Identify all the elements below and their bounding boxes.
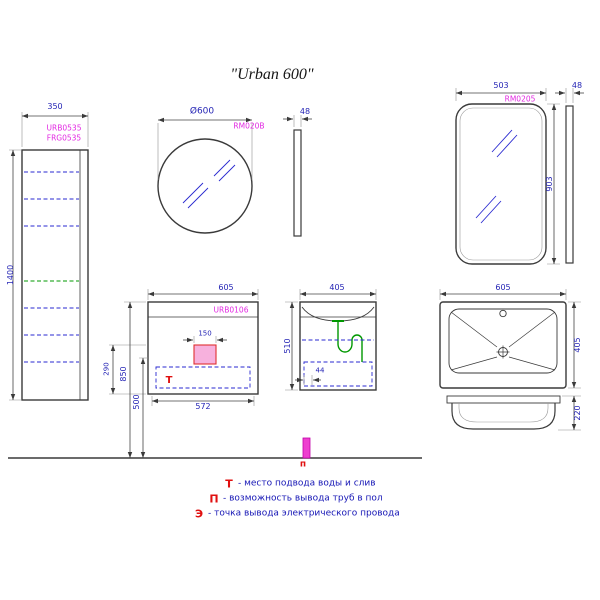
dim-clearance: 290: [102, 362, 111, 376]
legend-label-water: - место подвода воды и слив: [238, 478, 376, 489]
basin-rim: [446, 395, 561, 404]
tall-cabinet-view: [9, 112, 89, 401]
dim-tall-cabinet-height: 1400: [6, 264, 15, 286]
round-mirror-side-view: [283, 115, 312, 237]
extension-lines: [293, 115, 302, 127]
vanity-side-view: [285, 289, 377, 391]
drain-cross-lines: [496, 345, 510, 359]
legend-symbol-floor-pipes: П: [209, 492, 219, 506]
dim-basin-width: 605: [495, 283, 511, 292]
basin-bowl-outline: [448, 308, 558, 374]
dim-tall-cabinet-width: 350: [47, 102, 63, 111]
dim-outlet-height: 500: [132, 394, 141, 410]
shelf-lines: [24, 171, 79, 363]
dim-vanity-top-height: 850: [119, 366, 128, 382]
rect-mirror-side-outline: [565, 105, 574, 264]
extension-lines: [565, 88, 574, 103]
dim-rect-mirror-depth: 48: [571, 81, 583, 90]
basin-profile-line: [301, 306, 375, 322]
faucet-hole: [499, 309, 507, 318]
legend-symbol-water: Т: [225, 477, 233, 491]
vanity-outline: [147, 301, 259, 395]
water-point-marker: [193, 344, 217, 365]
dim-vanity-side-height: 510: [283, 338, 292, 354]
vanity-front-view: [109, 289, 259, 458]
round-mirror-view: [157, 117, 253, 234]
legend-symbol-electrical: Э: [194, 507, 204, 521]
siphon-trap: [337, 321, 363, 362]
dim-basin-depth: 405: [573, 337, 582, 353]
water-supply-marker: Т: [165, 375, 173, 386]
product-code-round-mirror: RM020B: [233, 121, 265, 131]
floor-pipe-marker-label: п: [299, 459, 307, 470]
dim-round-mirror-diameter: Ø600: [189, 106, 215, 117]
tall-cabinet-outline: [21, 149, 89, 401]
dim-basin-height: 220: [573, 405, 582, 421]
washbasin-top-view: [439, 289, 581, 389]
basin-bowl-front: [451, 403, 556, 430]
hidden-plumbing-zone: [303, 361, 373, 387]
extension-lines: [9, 112, 89, 401]
dim-vanity-inner-width: 572: [195, 402, 211, 411]
dim-vanity-width: 605: [218, 283, 234, 292]
round-mirror-outline: [157, 138, 253, 234]
washbasin-front-view: [446, 395, 581, 431]
rect-mirror-inner-frame: [459, 107, 543, 261]
extension-lines: [157, 123, 253, 180]
product-code-vanity: URB0106: [213, 305, 249, 315]
dim-vanity-depth: 405: [329, 283, 345, 292]
dim-drain-offset: 44: [315, 366, 325, 375]
basin-bowl-inner-line: [458, 403, 549, 423]
basin-top-outline: [439, 301, 567, 389]
legend-label-floor-pipes: - возможность вывода труб в пол: [223, 493, 383, 504]
mirror-shine-lines: [475, 129, 518, 224]
dim-rect-mirror-width: 503: [493, 81, 509, 90]
dim-rect-mirror-height: 903: [545, 176, 554, 192]
floor-pipe-outlet: [302, 437, 311, 459]
rect-mirror-outline: [455, 103, 547, 265]
rect-mirror-side-view: [555, 88, 584, 264]
dim-vanity-cutout: 150: [198, 329, 212, 338]
round-mirror-side-outline: [293, 129, 302, 237]
bowl-slope-lines: [450, 311, 556, 371]
product-code-tall-cabinet: URB0535: [46, 123, 82, 133]
mirror-shine-lines: [182, 159, 236, 209]
vanity-side-outline: [299, 301, 377, 391]
rect-mirror-view: [455, 88, 560, 265]
hidden-plumbing-zone: [155, 366, 251, 389]
extension-lines: [558, 395, 581, 431]
product-code-rect-mirror: RM0205: [504, 94, 536, 104]
legend-label-electrical: - точка вывода электрического провода: [208, 508, 400, 519]
product-code-tall-cabinet-alt: FRG0535: [46, 133, 82, 143]
drawing-title: "Urban 600": [230, 66, 314, 83]
floor-outlet: [302, 437, 311, 459]
dim-round-mirror-depth: 48: [299, 107, 311, 116]
